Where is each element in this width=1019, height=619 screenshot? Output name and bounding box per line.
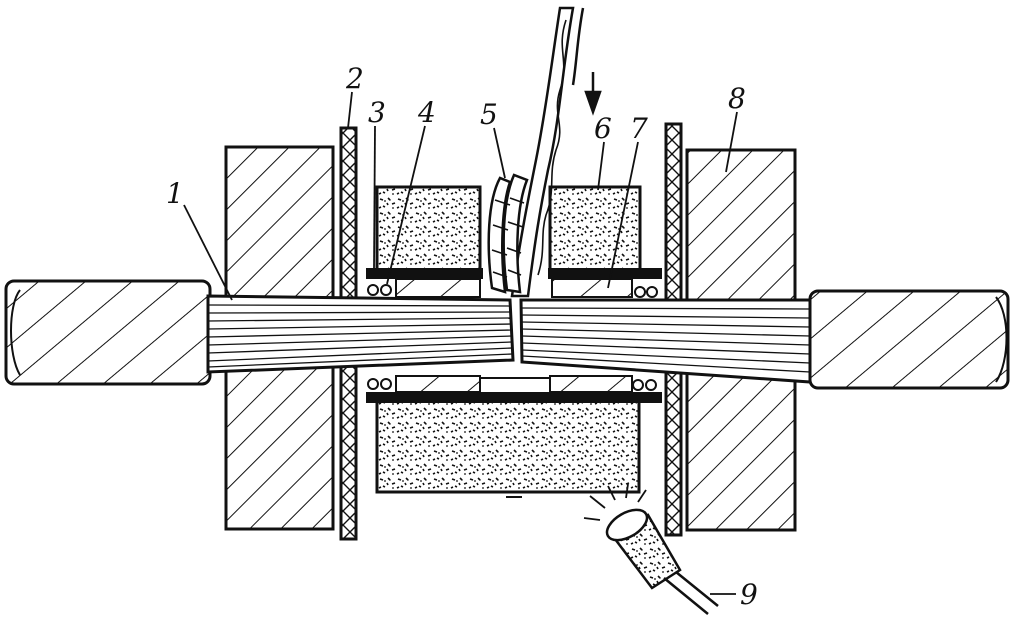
upper-tubes — [367, 284, 658, 298]
label-6: 6 — [594, 112, 612, 145]
lower-insert-left — [395, 375, 481, 393]
upper-liner-left — [366, 268, 483, 279]
right-cable-insulation — [808, 289, 1010, 390]
torch-sparks-icon — [583, 483, 647, 521]
label-2: 2 — [345, 62, 364, 95]
label-7: 7 — [630, 112, 648, 145]
lower-mould — [375, 398, 641, 494]
left-cable-insulation — [4, 279, 212, 386]
upper-insert-right — [551, 278, 633, 298]
feed-direction-arrow — [584, 72, 602, 116]
right-cable-end-break — [995, 296, 1008, 383]
left-cable-end-break — [10, 289, 21, 376]
heating-torch — [583, 483, 719, 615]
left-conductor — [206, 294, 515, 374]
label-1: 1 — [166, 177, 184, 210]
twisted-wire-coil — [487, 173, 529, 294]
leader-lines — [183, 91, 738, 595]
label-9: 9 — [740, 578, 758, 611]
upper-liner-right — [548, 268, 662, 279]
mould-cavity-step — [479, 377, 551, 392]
label-3: 3 — [368, 96, 386, 129]
upper-insert-left — [395, 278, 481, 298]
lower-liner — [366, 392, 662, 403]
label-8: 8 — [728, 82, 746, 115]
label-5: 5 — [480, 98, 498, 131]
lower-insert-right — [549, 375, 633, 393]
lower-tubes — [367, 378, 657, 391]
right-conductor — [519, 298, 812, 384]
label-4: 4 — [417, 96, 436, 129]
solder-rod — [510, 6, 585, 298]
